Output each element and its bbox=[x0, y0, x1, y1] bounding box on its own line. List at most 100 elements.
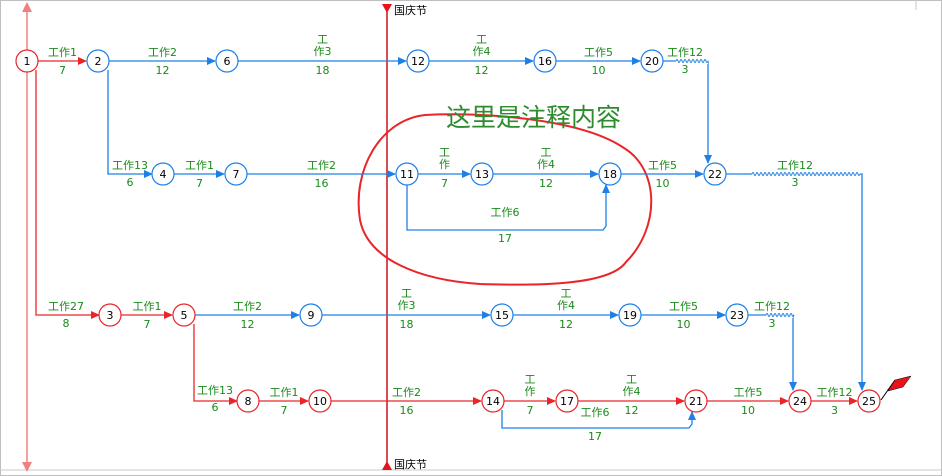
activity-name: 工 bbox=[541, 146, 552, 159]
activity-name: 工作12 bbox=[777, 159, 813, 172]
event-node[interactable]: 9 bbox=[299, 303, 323, 327]
event-node-number: 15 bbox=[495, 309, 509, 322]
activity-name: 工作6 bbox=[491, 206, 520, 219]
activity-name: 工作5 bbox=[584, 46, 613, 59]
activity-name: 工 bbox=[401, 287, 412, 300]
event-node[interactable]: 1 bbox=[15, 49, 39, 73]
free-float-wave bbox=[675, 59, 709, 63]
event-node-number: 14 bbox=[486, 395, 500, 408]
event-node[interactable]: 7 bbox=[224, 162, 248, 186]
activity-arrow[interactable] bbox=[663, 60, 712, 164]
time-axis-bottom-arrow bbox=[22, 462, 32, 472]
activity-duration: 17 bbox=[498, 232, 512, 245]
activity-duration: 12 bbox=[475, 64, 489, 77]
activity-name: 工作1 bbox=[185, 159, 214, 172]
milestone-label-bottom: 国庆节 bbox=[394, 457, 427, 471]
activity-name: 工作12 bbox=[667, 46, 703, 59]
event-node[interactable]: 10 bbox=[308, 389, 332, 413]
activity-arrow[interactable] bbox=[501, 410, 696, 429]
event-node[interactable]: 23 bbox=[725, 303, 749, 327]
event-node-circle bbox=[490, 303, 514, 327]
activity-name: 作4 bbox=[473, 45, 491, 58]
event-node-number: 3 bbox=[107, 309, 114, 322]
event-node[interactable]: 12 bbox=[406, 49, 430, 73]
activity-name: 工 bbox=[439, 146, 450, 159]
event-node-number: 13 bbox=[475, 168, 489, 181]
activity-duration: 10 bbox=[741, 404, 755, 417]
activity-name: 工作2 bbox=[148, 46, 177, 59]
activity-duration: 7 bbox=[59, 64, 66, 77]
activity-arrow[interactable] bbox=[35, 70, 100, 319]
activity-name: 工作5 bbox=[648, 159, 677, 172]
activity-duration: 8 bbox=[63, 317, 70, 330]
activity-arrow[interactable] bbox=[406, 184, 610, 231]
free-float-wave bbox=[765, 313, 795, 317]
event-node[interactable]: 14 bbox=[481, 389, 505, 413]
activity-duration: 3 bbox=[682, 63, 689, 76]
event-node[interactable]: 22 bbox=[703, 162, 727, 186]
event-node[interactable]: 5 bbox=[172, 303, 196, 327]
event-node[interactable]: 16 bbox=[533, 49, 557, 73]
event-node[interactable]: 11 bbox=[395, 162, 419, 186]
activity-name: 作4 bbox=[623, 385, 641, 398]
annotation-text[interactable]: 这里是注释内容 bbox=[446, 103, 621, 132]
activity-arrow[interactable] bbox=[107, 70, 153, 178]
activity-duration: 16 bbox=[400, 404, 414, 417]
event-node-number: 4 bbox=[160, 168, 167, 181]
event-node[interactable]: 21 bbox=[684, 389, 708, 413]
free-float-wave bbox=[751, 172, 861, 176]
activity-name: 工作5 bbox=[669, 300, 698, 313]
event-node[interactable]: 2 bbox=[86, 49, 110, 73]
activity-duration: 6 bbox=[127, 176, 134, 189]
activity-name: 作3 bbox=[398, 299, 416, 312]
activity-duration: 7 bbox=[196, 177, 203, 190]
activity-name: 工作5 bbox=[734, 386, 763, 399]
event-node[interactable]: 6 bbox=[215, 49, 239, 73]
event-node[interactable]: 15 bbox=[490, 303, 514, 327]
event-node-number: 2 bbox=[95, 55, 102, 68]
activity-duration: 12 bbox=[156, 64, 170, 77]
event-node-number: 8 bbox=[245, 395, 252, 408]
event-node-circle bbox=[640, 49, 664, 73]
event-node[interactable]: 18 bbox=[598, 162, 622, 186]
event-node[interactable]: 17 bbox=[555, 389, 579, 413]
event-node[interactable]: 13 bbox=[470, 162, 494, 186]
event-node-circle bbox=[236, 389, 260, 413]
activity-name: 工作1 bbox=[133, 300, 162, 313]
annotation-circle[interactable] bbox=[357, 113, 653, 286]
event-node-circle bbox=[299, 303, 323, 327]
activity-arrow[interactable] bbox=[193, 324, 238, 405]
event-node-number: 12 bbox=[411, 55, 425, 68]
event-node-number: 24 bbox=[793, 395, 807, 408]
event-node[interactable]: 4 bbox=[151, 162, 175, 186]
activity-name: 工作13 bbox=[112, 159, 148, 172]
activity-duration: 10 bbox=[677, 318, 691, 331]
activity-name: 作4 bbox=[537, 158, 555, 171]
activity-name: 工作2 bbox=[392, 386, 421, 399]
event-node[interactable]: 25 bbox=[857, 389, 881, 413]
activity-name: 工 bbox=[317, 33, 328, 46]
event-node[interactable]: 24 bbox=[788, 389, 812, 413]
event-node[interactable]: 20 bbox=[640, 49, 664, 73]
event-node-number: 5 bbox=[181, 309, 188, 322]
milestone-top-marker bbox=[382, 4, 392, 13]
event-node-number: 9 bbox=[308, 309, 315, 322]
event-node-number: 17 bbox=[560, 395, 574, 408]
event-node[interactable]: 3 bbox=[98, 303, 122, 327]
activity-name: 作 bbox=[439, 158, 450, 171]
event-node-number: 22 bbox=[708, 168, 722, 181]
event-node-number: 25 bbox=[862, 395, 876, 408]
activity-duration: 12 bbox=[241, 318, 255, 331]
event-node[interactable]: 19 bbox=[618, 303, 642, 327]
activity-name: 工作27 bbox=[48, 300, 84, 313]
activity-arrow[interactable] bbox=[726, 173, 866, 391]
event-node-circle bbox=[86, 49, 110, 73]
event-node-circle bbox=[857, 389, 881, 413]
event-node-number: 1 bbox=[24, 55, 31, 68]
event-node-circle bbox=[618, 303, 642, 327]
event-node[interactable]: 8 bbox=[236, 389, 260, 413]
event-node-number: 6 bbox=[224, 55, 231, 68]
event-node-circle bbox=[215, 49, 239, 73]
event-node-number: 10 bbox=[313, 395, 327, 408]
